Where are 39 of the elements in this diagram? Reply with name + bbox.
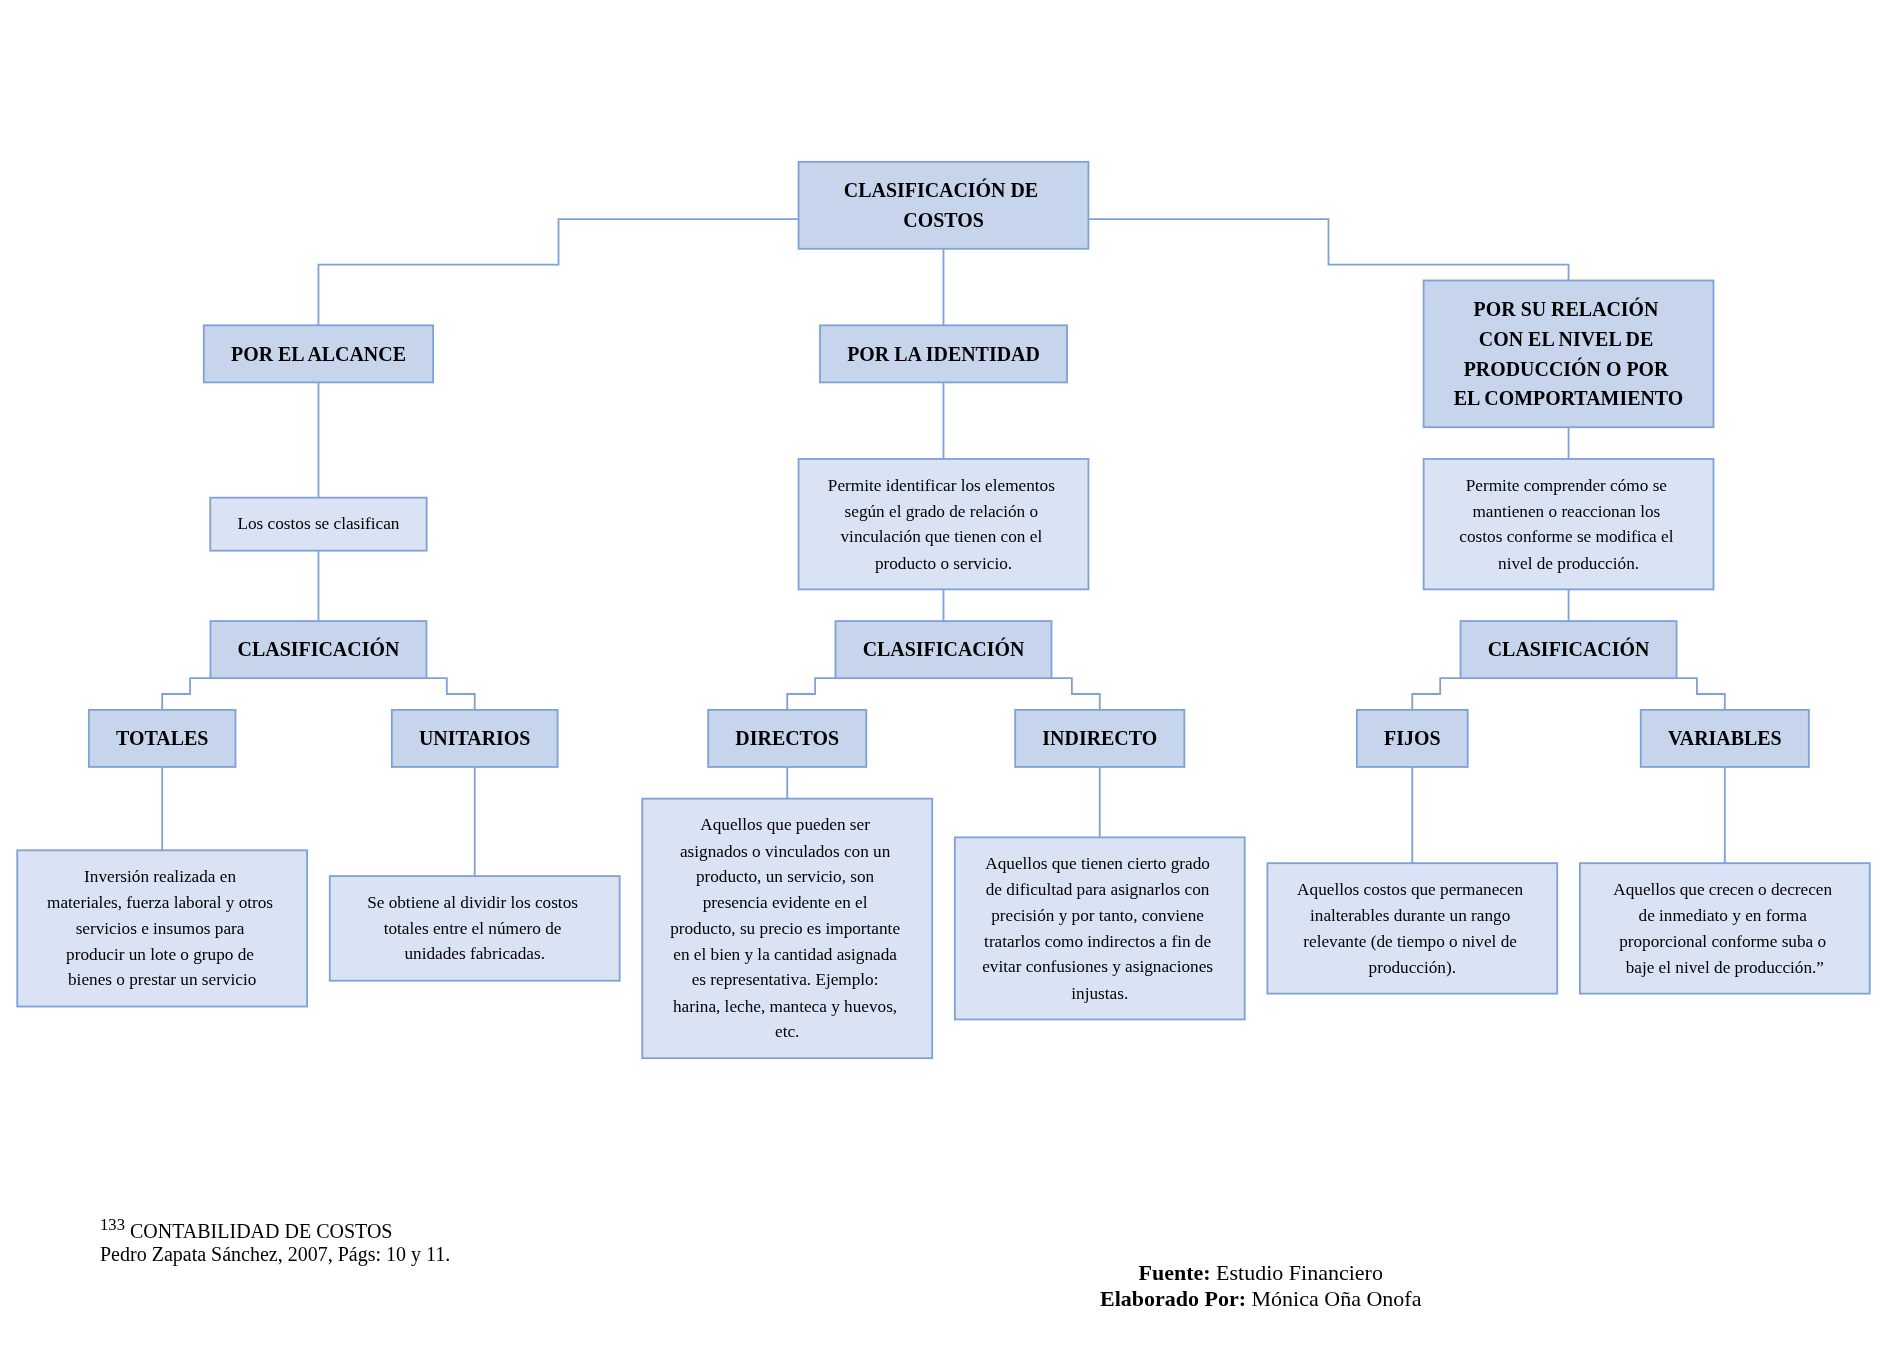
node-box: Aquellos costos que permanecen inalterables durante un rango relevante (de tiempo o nivel de producción).: [1266, 862, 1559, 995]
connector: [1567, 588, 1570, 622]
source-note: Fuente: Estudio Financiero: [1137, 1260, 1384, 1286]
node-box: POR EL ALCANCE: [202, 324, 434, 384]
connector: [473, 766, 476, 877]
connector: [1411, 766, 1414, 865]
node-box: Permite identificar los elementos según el grado de relación o vinculación que tienen con el producto o servicio.: [797, 458, 1090, 591]
node-box: Inversión realizada en materiales, fuerza laboral y otros servicios e insumos para producir un lote o grupo de bienes o prestar un servicio: [16, 849, 309, 1008]
connector: [1098, 766, 1101, 839]
node-box: POR SU RELACIÓN CON EL NIVEL DE PRODUCCIÓN O POR EL COMPORTAMIENTO: [1422, 279, 1715, 429]
connector: [786, 766, 789, 800]
connector: [1723, 766, 1726, 865]
node-box: Se obtiene al dividir los costos totales entre el número de unidades fabricadas.: [328, 875, 621, 982]
connector: [317, 549, 320, 622]
node-box: INDIRECTO: [1014, 708, 1186, 768]
footnote-text: Pedro Zapata Sánchez, 2007, Págs: 10 y 11.: [100, 1242, 451, 1266]
node-box: UNITARIOS: [390, 708, 559, 768]
connector: [942, 588, 945, 622]
node-box: DIRECTOS: [707, 708, 868, 768]
connector: [942, 247, 945, 327]
node-box: CLASIFICACIÓN: [209, 620, 428, 680]
node-box: FIJOS: [1355, 708, 1469, 768]
node-box: TOTALES: [87, 708, 237, 768]
connector: [161, 766, 164, 852]
node-box: CLASIFICACIÓN: [1459, 620, 1678, 680]
node-box: POR LA IDENTIDAD: [819, 324, 1068, 384]
node-box: VARIABLES: [1639, 708, 1810, 768]
node-box: Los costos se clasifican: [209, 496, 428, 552]
source-note: Elaborado Por: Mónica Oña Onofa: [1100, 1286, 1422, 1312]
connector: [942, 381, 945, 460]
connector: [1567, 426, 1570, 460]
node-box: CLASIFICACIÓN DE COSTOS: [797, 160, 1090, 250]
footnote-text: $^{133}$ CONTABILIDAD DE COSTOS: [100, 1215, 394, 1243]
node-box: Aquellos que pueden ser asignados o vinculados con un producto, un servicio, son presencia evidente en el producto, su precio es importante en el bien y la cantidad asignada es representativa. Ejemplo: harina, leche, manteca y huevos, etc.: [641, 797, 934, 1060]
node-box: Aquellos que crecen o decrecen de inmediato y en forma proporcional conforme suba o baje el nivel de producción.”: [1578, 862, 1871, 995]
node-box: Permite comprender cómo se mantienen o reaccionan los costos conforme se modifica el nivel de producción.: [1422, 458, 1715, 591]
connector: [317, 381, 320, 499]
node-box: Aquellos que tienen cierto grado de dificultad para asignarlos con precisión y por tanto, conviene tratarlos como indirectos a fin de evitar confusiones y asignaciones injustas.: [953, 836, 1246, 1021]
node-box: CLASIFICACIÓN: [834, 620, 1053, 680]
